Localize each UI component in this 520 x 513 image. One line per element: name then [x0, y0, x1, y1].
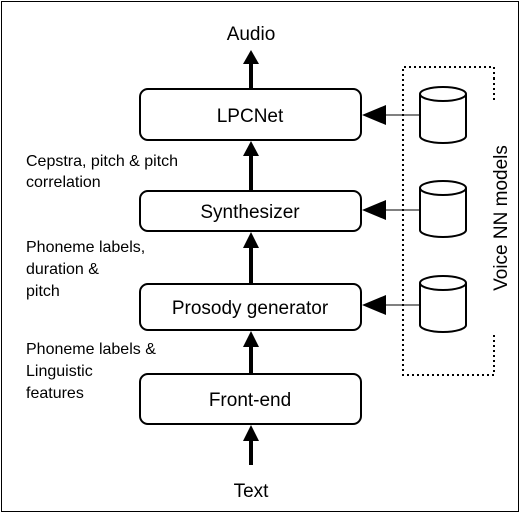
audio-output-label: Audio [227, 24, 276, 45]
synthesizer-block [139, 190, 362, 232]
voice-nn-models-label: Voice NN models [491, 145, 512, 291]
prosody-generator-label: Prosody generator [172, 298, 329, 319]
prosody-generator-block [139, 283, 362, 331]
arrow-prosody-to-synth [243, 232, 259, 283]
model-link-lpcnet [362, 105, 420, 125]
edge-label-line: duration & [26, 261, 99, 278]
frontend-label: Front-end [209, 390, 291, 411]
edge-label-frontend-prosody: Phoneme labels & Linguistic features [26, 341, 160, 402]
text-input-label: Text [234, 481, 270, 502]
edge-label-prosody-synth: Phoneme labels, duration & pitch [26, 239, 150, 300]
edge-label-line: Phoneme labels, [26, 239, 145, 256]
database-icon [419, 86, 467, 144]
model-link-prosody [362, 295, 420, 315]
arrow-to-audio [243, 50, 259, 88]
database-icon [419, 180, 467, 238]
lpcnet-label: LPCNet [217, 106, 284, 127]
arrow-text-to-frontend [243, 425, 259, 465]
edge-label-synth-lpcnet: Cepstra, pitch & pitch correlation [26, 153, 183, 191]
edge-label-line: correlation [26, 174, 101, 191]
edge-label-line: Linguistic [26, 363, 93, 380]
frontend-block [139, 373, 362, 425]
model-link-synthesizer [362, 200, 420, 220]
arrow-synth-to-lpcnet [243, 141, 259, 190]
edge-label-line: Phoneme labels & [26, 341, 156, 358]
synthesizer-label: Synthesizer [200, 202, 300, 223]
edge-label-line: features [26, 385, 84, 402]
edge-label-line: Cepstra, pitch & pitch [26, 153, 178, 170]
database-icon [419, 275, 467, 333]
lpcnet-block [139, 88, 362, 141]
models-group-border [402, 66, 495, 376]
arrow-frontend-to-prosody [243, 331, 259, 373]
edge-label-line: pitch [26, 283, 60, 300]
